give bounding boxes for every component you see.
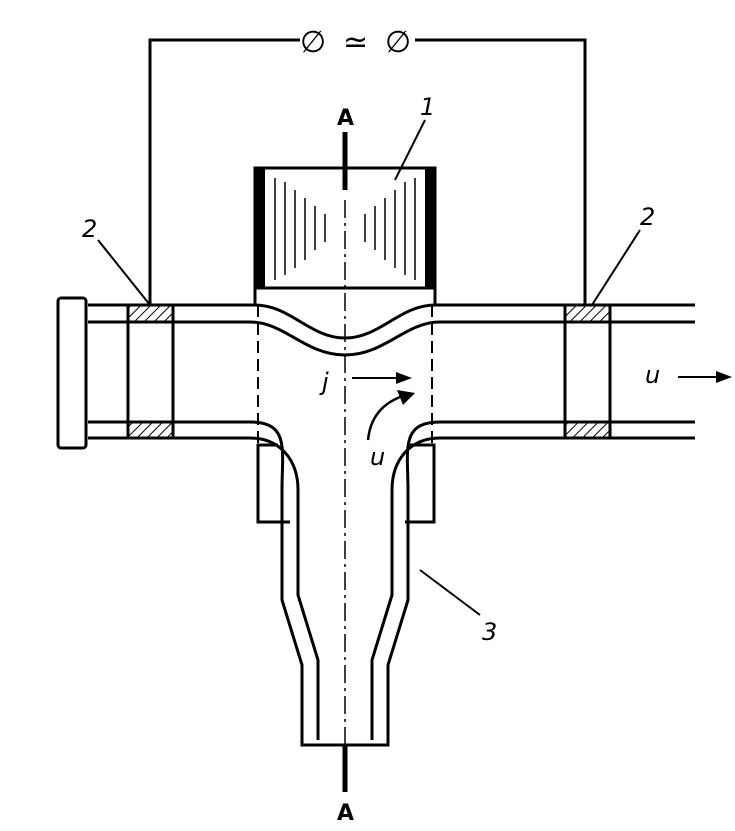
wire-left	[148, 38, 300, 305]
flange-plate	[56, 296, 88, 450]
section-label-top: A	[337, 106, 354, 131]
magnet-edge-right	[425, 168, 435, 288]
outlet-label-u: u	[645, 361, 660, 389]
wire-right	[415, 38, 587, 305]
magnet-lower-housing	[256, 443, 436, 524]
supply-circuit	[148, 38, 587, 305]
channel-top-inner	[88, 320, 695, 357]
part-label-3: 3	[482, 618, 497, 646]
flow-arrow	[366, 390, 415, 441]
channel-bottom-outer-left	[88, 436, 320, 740]
leader-lines	[97, 119, 641, 616]
supply-ac-symbol: ≃	[343, 25, 368, 60]
part-label-2-right: 2	[640, 203, 655, 231]
channel-bottom-outer-right	[370, 436, 695, 740]
section-label-bottom: A	[337, 801, 354, 826]
inlet-flange	[56, 296, 88, 450]
magnet-texture	[274, 178, 416, 280]
flow-label-u: u	[370, 443, 385, 471]
part-label-1: 1	[420, 93, 435, 121]
supply-terminal-right: ∅	[385, 25, 411, 60]
electrode-right	[563, 303, 612, 440]
pole-projection-lines	[257, 305, 433, 445]
outlet-arrow	[678, 371, 732, 383]
current-label-j: j	[319, 368, 329, 396]
current-arrow	[352, 372, 412, 384]
electrode-left	[126, 303, 175, 440]
main-channel	[88, 288, 695, 747]
magnet-edge-left	[255, 168, 265, 288]
supply-terminal-left: ∅	[300, 25, 326, 60]
part-label-2-left: 2	[82, 215, 97, 243]
